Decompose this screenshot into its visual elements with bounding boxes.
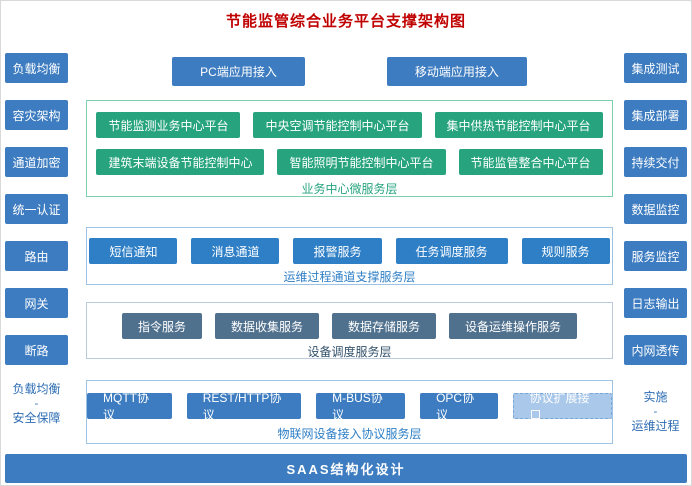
node-smart-lighting-control-center: 智能照明节能控制中心平台: [277, 149, 446, 175]
dispatch-layer-container: 指令服务 数据收集服务 数据存储服务 设备运维操作服务 设备调度服务层: [86, 302, 613, 359]
left-sidebar-node-unified-auth: 统一认证: [5, 194, 68, 224]
business-layer-row2: 建筑末端设备节能控制中心 智能照明节能控制中心平台 节能监管整合中心平台: [87, 149, 612, 175]
right-sidebar-node-data-monitor: 数据监控: [624, 194, 687, 224]
left-sidebar-node-circuit-break: 断路: [5, 335, 68, 365]
node-rule-service: 规则服务: [521, 238, 610, 264]
diagram-title: 节能监管综合业务平台支撑架构图: [225, 13, 466, 30]
channel-layer-row: 短信通知 消息通道 报警服务 任务调度服务 规则服务: [87, 238, 612, 264]
node-command-service: 指令服务: [121, 313, 202, 339]
node-message-channel: 消息通道: [191, 238, 280, 264]
node-rest-http-protocol: REST/HTTP协议: [186, 391, 302, 422]
right-sidebar-node-continuous-delivery: 持续交付: [624, 147, 687, 177]
left-caption-bottom: 安全保障: [12, 411, 61, 426]
dispatch-layer-row: 指令服务 数据收集服务 数据存储服务 设备运维操作服务: [87, 313, 612, 339]
right-sidebar-node-service-monitor: 服务监控: [624, 241, 687, 271]
node-sms-notify: 短信通知: [89, 238, 178, 264]
right-sidebar: 集成测试 集成部署 持续交付 数据监控 服务监控 日志输出 内网透传: [624, 53, 687, 365]
channel-layer-label: 运维过程通道支撑服务层: [283, 270, 416, 284]
node-energy-monitor-center: 节能监测业务中心平台: [96, 112, 241, 138]
right-sidebar-node-integration-deploy: 集成部署: [624, 100, 687, 130]
business-layer-label: 业务中心微服务层: [301, 182, 398, 196]
left-sidebar-node-gateway: 网关: [5, 288, 68, 318]
left-caption-dash: -: [34, 398, 39, 411]
protocol-layer-label: 物联网设备接入协议服务层: [277, 427, 422, 441]
right-sidebar-node-intranet-passthrough: 内网透传: [624, 335, 687, 365]
left-sidebar-node-disaster-recovery: 容灾架构: [5, 100, 68, 130]
dispatch-layer-label: 设备调度服务层: [307, 345, 392, 359]
node-device-ops-service: 设备运维操作服务: [449, 313, 578, 339]
node-mobile-access: 移动端应用接入: [386, 57, 527, 86]
node-protocol-extension: 协议扩展接口: [512, 391, 612, 422]
left-sidebar: 负载均衡 容灾架构 通道加密 统一认证 路由 网关 断路: [5, 53, 68, 365]
node-mqtt-protocol: MQTT协议: [87, 391, 172, 422]
node-central-ac-control-center: 中央空调节能控制中心平台: [253, 112, 422, 138]
business-layer-row1: 节能监测业务中心平台 中央空调节能控制中心平台 集中供热节能控制中心平台: [87, 112, 612, 138]
business-layer-container: 节能监测业务中心平台 中央空调节能控制中心平台 集中供热节能控制中心平台 建筑末…: [86, 100, 613, 197]
left-sidebar-caption: 负载均衡 - 安全保障: [5, 381, 68, 428]
node-central-heating-control-center: 集中供热节能控制中心平台: [434, 112, 603, 138]
node-data-storage-service: 数据存储服务: [332, 313, 437, 339]
access-row: PC端应用接入 移动端应用接入: [86, 57, 613, 86]
left-caption-top: 负载均衡: [12, 382, 61, 396]
protocol-layer-container: MQTT协议 REST/HTTP协议 M-BUS协议 OPC协议 协议扩展接口 …: [86, 380, 613, 444]
right-caption-bottom: 运维过程: [631, 419, 680, 434]
saas-structure-bar: SAAS结构化设计: [5, 454, 687, 483]
node-building-terminal-control-center: 建筑末端设备节能控制中心: [96, 149, 265, 175]
protocol-layer-row: MQTT协议 REST/HTTP协议 M-BUS协议 OPC协议 协议扩展接口: [87, 391, 612, 422]
node-opc-protocol: OPC协议: [420, 391, 498, 422]
node-supervision-integration-center: 节能监管整合中心平台: [458, 149, 603, 175]
right-caption-dash: -: [653, 406, 658, 419]
right-sidebar-caption: 实施 - 运维过程: [624, 389, 687, 436]
left-sidebar-node-channel-encryption: 通道加密: [5, 147, 68, 177]
channel-layer-container: 短信通知 消息通道 报警服务 任务调度服务 规则服务 运维过程通道支撑服务层: [86, 227, 613, 285]
node-mbus-protocol: M-BUS协议: [316, 391, 406, 422]
left-sidebar-node-routing: 路由: [5, 241, 68, 271]
node-pc-access: PC端应用接入: [172, 57, 305, 86]
right-caption-top: 实施: [643, 390, 668, 404]
node-alarm-service: 报警服务: [293, 238, 382, 264]
node-task-schedule-service: 任务调度服务: [395, 238, 508, 264]
right-sidebar-node-log-output: 日志输出: [624, 288, 687, 318]
right-sidebar-node-integration-test: 集成测试: [624, 53, 687, 83]
left-sidebar-node-load-balance: 负载均衡: [5, 53, 68, 83]
node-data-collect-service: 数据收集服务: [214, 313, 319, 339]
